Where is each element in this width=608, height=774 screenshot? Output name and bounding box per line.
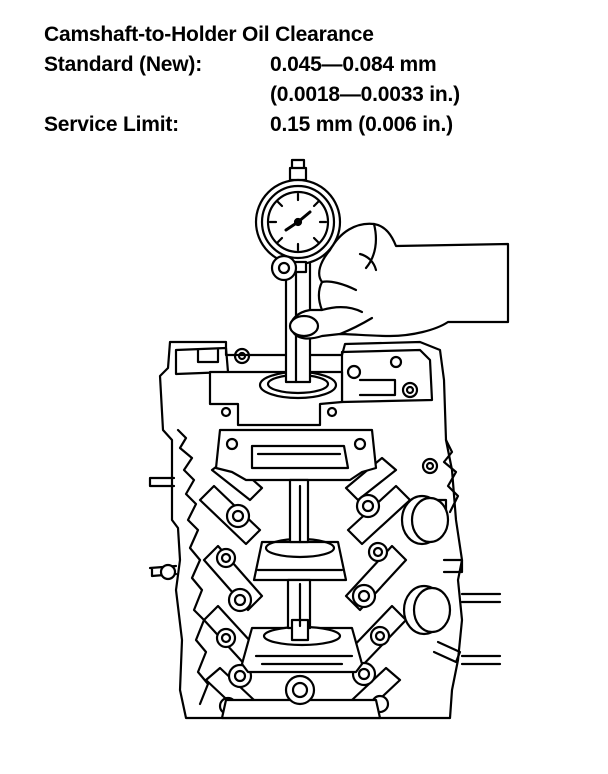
dial-gauge bbox=[254, 158, 342, 282]
spec-label-standard: Standard (New): bbox=[44, 53, 203, 76]
spec-value-service-limit: 0.15 mm (0.006 in.) bbox=[270, 113, 453, 136]
spec-label-service-limit: Service Limit: bbox=[44, 113, 179, 136]
spec-value-standard-mm: 0.045—0.084 mm bbox=[270, 53, 437, 76]
spec-row-standard-inch: (0.0018—0.0033 in.) bbox=[44, 80, 604, 110]
spec-title: Camshaft-to-Holder Oil Clearance bbox=[44, 23, 374, 46]
hand bbox=[288, 222, 510, 340]
spec-row-service-limit: Service Limit: 0.15 mm (0.006 in.) bbox=[44, 110, 604, 140]
specification-block: Camshaft-to-Holder Oil Clearance Standar… bbox=[44, 20, 604, 140]
spec-row-standard: Standard (New): 0.045—0.084 mm bbox=[44, 50, 604, 80]
spec-value-standard-in: (0.0018—0.0033 in.) bbox=[270, 83, 460, 106]
plug-tubes bbox=[400, 494, 464, 664]
